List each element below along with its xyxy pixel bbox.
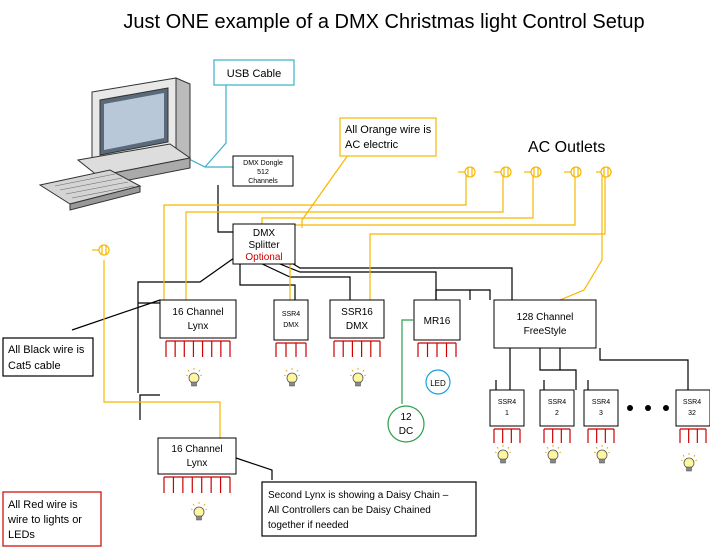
light-wire-comb [543,428,571,443]
ssr4-3-line-1: SSR4 [592,399,610,406]
usb-cable-callout: USB Cable [213,59,295,86]
cat5-wires [71,185,689,480]
ac-wires [103,147,606,438]
bulb-icon [680,453,698,472]
light-wire-comb [275,342,307,357]
bulb-icon [185,368,203,387]
ssr4dmx-line-2: DMX [283,322,299,329]
red-wire-line-3: LEDs [8,529,35,541]
outlet-icon [458,166,476,178]
ssr4-1: SSR4 1 [489,389,525,427]
led-indicator: LED [425,369,451,395]
outlet-icons [92,166,612,256]
lynx1-line-2: Lynx [188,321,209,332]
red-wire-line-2: wire to lights or [7,514,82,526]
daisy-chain-callout: Second Lynx is showing a Daisy Chain – A… [261,481,477,537]
light-wire-comb [679,428,707,443]
bulb-icon [544,445,562,464]
splitter-line-2: Splitter [248,240,280,251]
lynx-2: 16 Channel Lynx [157,437,237,475]
outlet-icon [92,244,110,256]
ssr4-3-line-2: 3 [599,410,603,417]
orange-wire-line-1: All Orange wire is [345,124,432,136]
bulb-icon [283,368,301,387]
ssr4-1-line-1: SSR4 [498,399,516,406]
red-wire-callout: All Red wire is wire to lights or LEDs [2,491,102,547]
light-wire-comb [163,476,231,493]
red-wire-line-1: All Red wire is [8,499,78,511]
ssr4-dmx: SSR4 DMX [273,299,309,341]
ac-outlets-label: AC Outlets [528,139,605,156]
light-wire-comb [587,428,615,443]
ssr4-2-line-1: SSR4 [548,399,566,406]
ssr4-2: SSR4 2 [539,389,575,427]
freestyle-line-1: 128 Channel [517,312,574,323]
freestyle-128: 128 Channel FreeStyle [493,299,597,349]
ssr16-line-1: SSR16 [341,307,373,318]
page-title: Just ONE example of a DMX Christmas ligh… [123,11,644,33]
orange-wire-callout: All Orange wire is AC electric [339,117,437,157]
bulb-icon [494,445,512,464]
dc-supply: 12 DC [387,319,425,443]
computer-icon [38,77,192,211]
outlet-icon [494,166,512,178]
ssr16-dmx: SSR16 DMX [329,299,385,339]
outlet-icon [564,166,582,178]
bulb-icon [190,502,208,521]
light-wire-comb [417,342,457,357]
outlet-icon [524,166,542,178]
daisy-chain-line-2: All Controllers can be Daisy Chained [268,505,431,516]
mr16: MR16 [413,299,461,341]
daisy-chain-line-3: together if needed [268,520,349,531]
lynx-1: 16 Channel Lynx [159,299,237,339]
dmx-splitter: DMX Splitter Optional [232,223,296,265]
bulb-icon [593,445,611,464]
outlet-icon [596,166,612,178]
mr16-label: MR16 [424,316,451,327]
orange-wire-line-2: AC electric [345,139,399,151]
dongle-line-3: Channels [248,178,278,185]
lynx2-line-1: 16 Channel [171,444,222,455]
dc-line-1: 12 [400,412,412,423]
freestyle-line-2: FreeStyle [524,326,567,337]
splitter-line-1: DMX [253,228,276,239]
black-wire-callout: All Black wire is Cat5 cable [2,337,94,377]
bulb-icons [185,368,698,521]
ellipsis-dots [627,405,669,411]
ssr4dmx-line-1: SSR4 [282,311,300,318]
light-wire-comb [333,340,381,357]
light-wires [163,340,707,493]
led-label: LED [430,379,446,388]
ssr4-32-line-2: 32 [688,410,696,417]
daisy-chain-line-1: Second Lynx is showing a Daisy Chain – [268,490,449,501]
light-wire-comb [493,428,521,443]
light-wire-comb [165,340,231,357]
black-wire-line-2: Cat5 cable [8,360,61,372]
ssr16-line-2: DMX [346,321,369,332]
lynx1-line-1: 16 Channel [172,307,223,318]
ssr4-32-line-1: SSR4 [683,399,701,406]
splitter-optional: Optional [245,252,282,263]
lynx2-line-2: Lynx [187,458,208,469]
black-wire-line-1: All Black wire is [8,344,85,356]
dmx-dongle: DMX Dongle 512 Channels [232,155,294,187]
ssr4-1-line-2: 1 [505,410,509,417]
usb-cable-label: USB Cable [227,68,281,80]
dongle-line-1: DMX Dongle [243,160,283,167]
bulb-icon [349,368,367,387]
ssr4-2-line-2: 2 [555,410,559,417]
ssr4-3: SSR4 3 [583,389,619,427]
dc-line-2: DC [399,426,413,437]
dongle-line-2: 512 [257,169,269,176]
ssr4-32: SSR4 32 [675,389,710,427]
